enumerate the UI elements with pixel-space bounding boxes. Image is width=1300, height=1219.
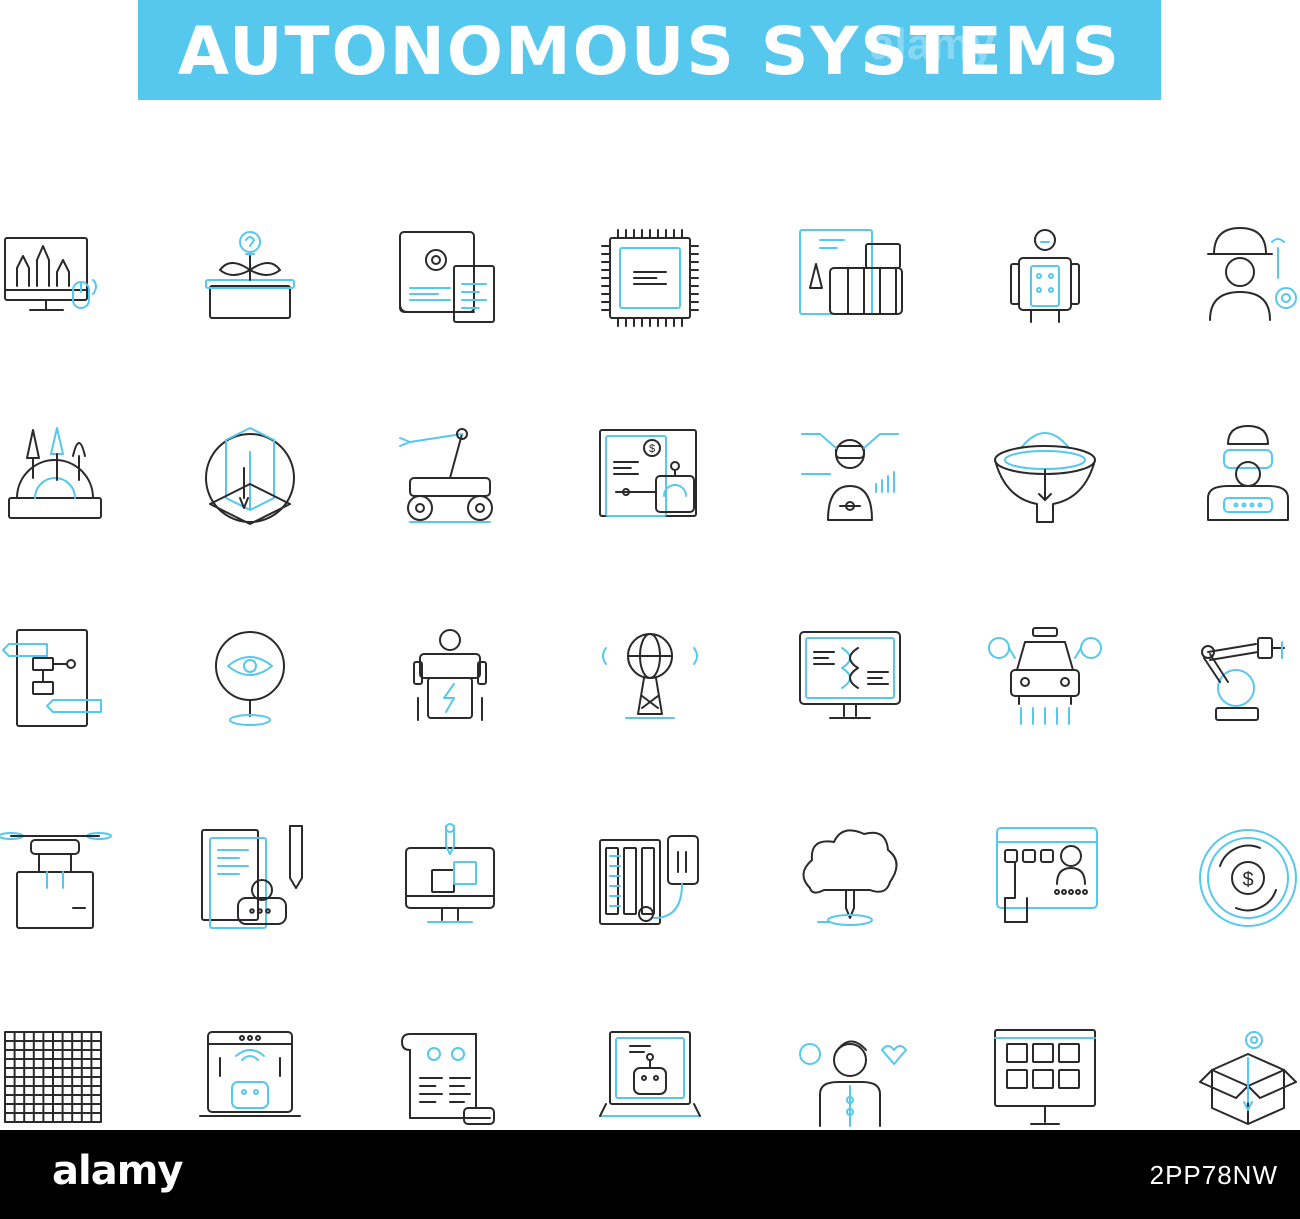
- page-title: AUTONOMOUS SYSTEMS: [177, 13, 1122, 90]
- design-swatches-icon: [799, 229, 903, 315]
- manual-gear-document-icon: [399, 231, 495, 323]
- laptop-robot-wifi-icon: [199, 1031, 301, 1117]
- icon-grid: $$: [0, 227, 1297, 1127]
- laptop-robot-document-icon: [599, 1031, 701, 1117]
- footer-bar: [0, 1130, 1300, 1219]
- vr-headset-worker-icon: [1207, 425, 1289, 521]
- svg-text:$: $: [649, 443, 655, 455]
- dollar-cycle-icon: $: [1199, 829, 1297, 927]
- brand-logo: alamy: [52, 1148, 183, 1194]
- drafting-tools-protractor-icon: [8, 427, 102, 519]
- industrial-robot-arm-icon: [1201, 637, 1285, 721]
- monitor-art-tools-icon: [4, 237, 97, 311]
- server-rack-gear-icon: [599, 835, 699, 925]
- person-ideas-love-icon: [799, 1040, 907, 1127]
- flowchart-pencils-icon: [2, 629, 102, 727]
- presentation-board-icon: [994, 1029, 1096, 1125]
- radio-globe-tower-icon: [602, 633, 698, 719]
- isometric-building-pen-icon: [205, 427, 295, 525]
- title-banner: AUTONOMOUS SYSTEMS: [138, 0, 1161, 100]
- robotic-arm-vehicle-icon: [399, 428, 493, 523]
- image-id: 2PP78NW: [1149, 1160, 1278, 1190]
- cloud-pen-icon: [802, 829, 898, 926]
- dna-monitor-icon: [799, 631, 901, 719]
- funnel-gear-icon: [994, 432, 1096, 523]
- eye-sensor-icon: [215, 631, 285, 726]
- robot-finance-document-icon: $: [599, 429, 697, 517]
- microchip-icon: [601, 229, 699, 327]
- svg-text:$: $: [1242, 869, 1253, 891]
- grid-pattern-icon: [4, 1031, 102, 1123]
- battery-robot-icon: [413, 629, 487, 721]
- monitor-stylus-design-icon: [405, 823, 495, 923]
- open-box-gear-pen-icon: [1199, 1031, 1297, 1125]
- engineer-woman-icon: [1207, 227, 1297, 321]
- plant-lightbulb-icon: [205, 231, 295, 319]
- robot-documents-pen-icon: [201, 825, 303, 929]
- vr-headset-user-icon: [801, 433, 899, 521]
- watermark: alamy: [870, 20, 995, 69]
- touchscreen-user-profile-icon: [996, 827, 1098, 923]
- drone-delivery-box-icon: [0, 832, 112, 929]
- autonomous-taxi-drone-icon: [988, 627, 1102, 725]
- robot-icon: [1010, 229, 1080, 323]
- scroll-checklist-icon: [401, 1033, 495, 1125]
